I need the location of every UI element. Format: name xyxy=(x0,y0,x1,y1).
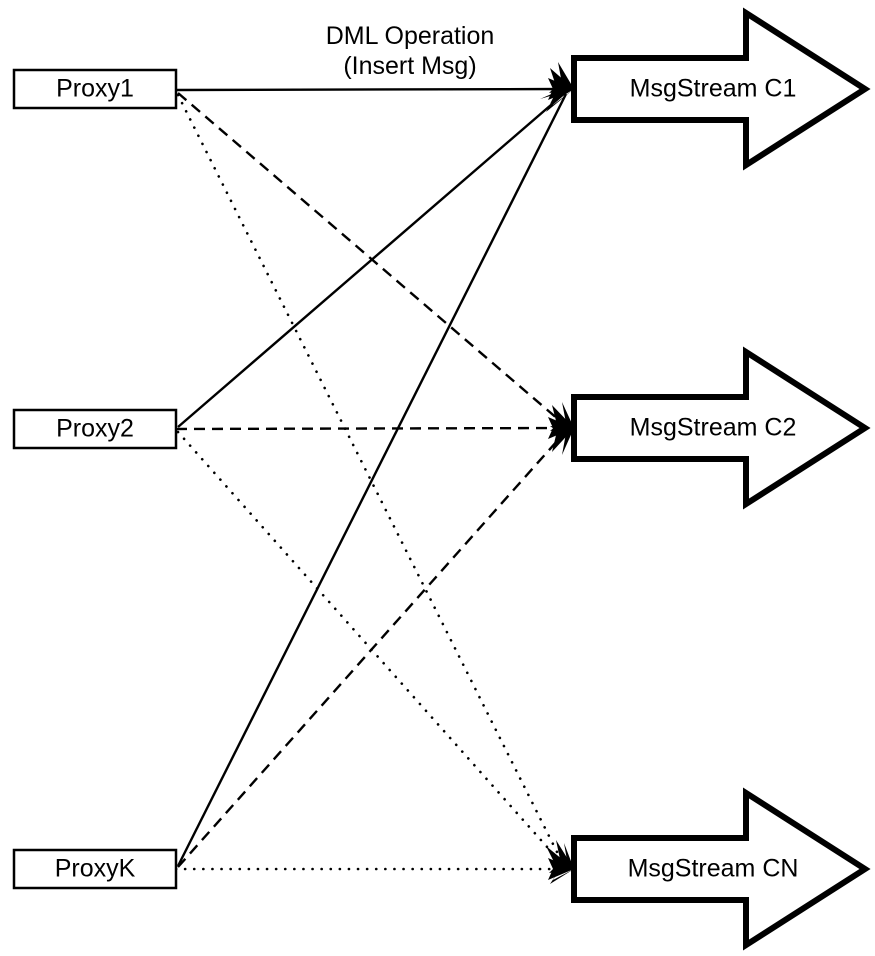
node-msgstream-c1[interactable]: MsgStream C1 xyxy=(571,7,871,171)
arrowhead-icon xyxy=(560,402,574,428)
edge-label-line1: DML Operation xyxy=(326,22,495,50)
msgstream-cn-label: MsgStream CN xyxy=(628,855,799,883)
arrowhead-cluster-msgstream-cn xyxy=(546,840,574,884)
node-msgstream-cn[interactable]: MsgStream CN xyxy=(571,787,871,951)
proxy1-box[interactable] xyxy=(12,68,178,110)
edge-label-line2: (Insert Msg) xyxy=(343,52,476,80)
edge-group-proxy1 xyxy=(175,87,567,868)
msgstream-c1-label: MsgStream C1 xyxy=(630,75,797,103)
proxy2-label: Proxy2 xyxy=(56,415,134,443)
msgstream-c2-label: MsgStream C2 xyxy=(630,414,797,442)
arrowhead-icon xyxy=(540,89,574,104)
edge-proxy1-to-msgstream-cn[interactable] xyxy=(176,93,566,868)
arrowhead-icon xyxy=(560,428,574,455)
proxy1-label: Proxy1 xyxy=(56,75,134,103)
proxyk-label: ProxyK xyxy=(55,855,136,883)
arrowhead-icon xyxy=(556,62,574,89)
arrowhead-cluster-msgstream-c1 xyxy=(540,62,574,112)
edge-proxy1-to-msgstream-c1[interactable] xyxy=(175,87,567,92)
msgstream-c2-arrow-shape[interactable] xyxy=(571,346,871,510)
edge-proxyk-to-msgstream-c2[interactable] xyxy=(177,430,567,868)
edge-group-proxyk xyxy=(174,93,568,871)
edge-proxy2-to-msgstream-c1[interactable] xyxy=(177,91,567,428)
arrowhead-cluster-msgstream-c2 xyxy=(548,402,574,455)
edge-label-dml-operation: DML Operation (Insert Msg) xyxy=(326,22,495,80)
edge-proxyk-to-msgstream-c1[interactable] xyxy=(176,93,568,867)
node-proxy1[interactable]: Proxy1 xyxy=(12,68,178,110)
edge-proxy2-to-msgstream-c2[interactable] xyxy=(175,426,567,431)
node-msgstream-c2[interactable]: MsgStream C2 xyxy=(571,346,871,510)
arrowhead-icon xyxy=(546,89,574,112)
node-proxyk[interactable]: ProxyK xyxy=(12,848,178,890)
arrowhead-icon xyxy=(550,869,574,884)
proxyk-box[interactable] xyxy=(12,848,178,890)
proxy2-box[interactable] xyxy=(12,408,178,450)
msgstream-cn-arrow-shape[interactable] xyxy=(571,787,871,951)
node-proxy2[interactable]: Proxy2 xyxy=(12,408,178,450)
msgstream-c1-arrow-shape[interactable] xyxy=(571,7,871,171)
